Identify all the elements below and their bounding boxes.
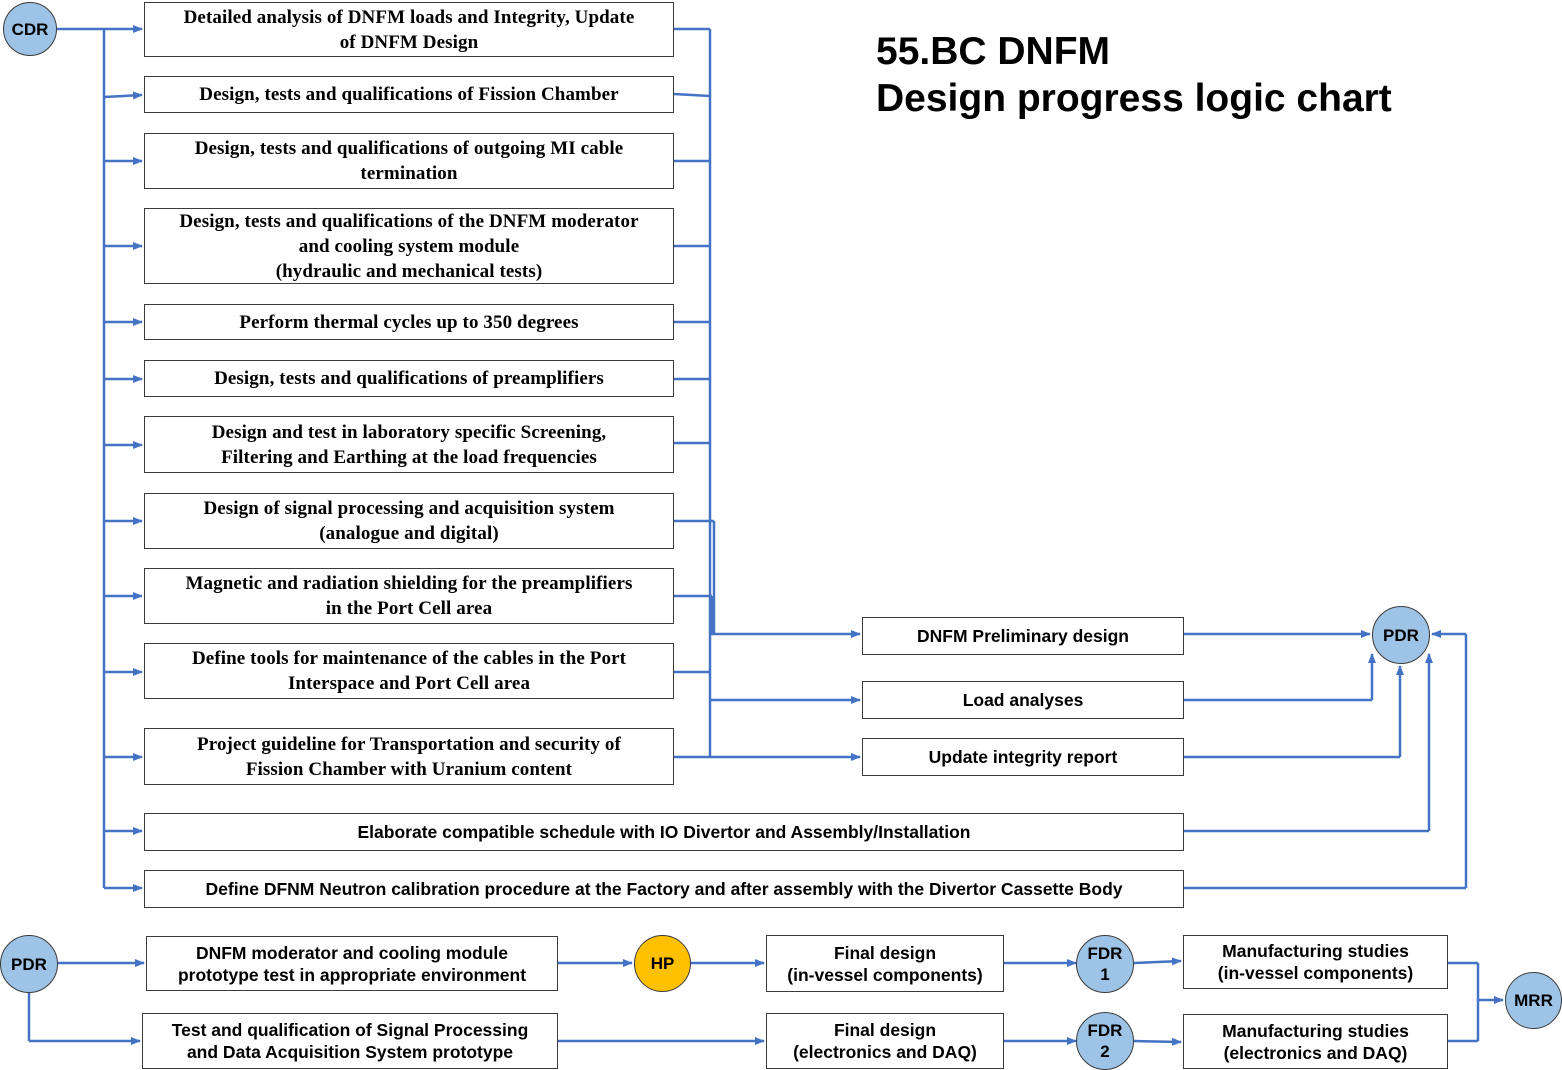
wide-task-box: Define DFNM Neutron calibration procedur…	[144, 870, 1184, 908]
milestone-pdr-bottom: PDR	[0, 935, 58, 993]
title-line-2: Design progress logic chart	[876, 77, 1392, 120]
task-box: Magnetic and radiation shielding for the…	[144, 568, 674, 624]
task-box: Define tools for maintenance of the cabl…	[144, 643, 674, 699]
output-box: Load analyses	[862, 681, 1184, 719]
chart-title: 55.BC DNFM Design progress logic chart	[876, 28, 1476, 122]
task-box: Design, tests and qualifications of the …	[144, 208, 674, 284]
task-box: Perform thermal cycles up to 350 degrees	[144, 304, 674, 340]
milestone-fdr-2: FDR 2	[1076, 1012, 1134, 1070]
task-box: Design of signal processing and acquisit…	[144, 493, 674, 549]
hold-point-hp: HP	[634, 935, 691, 992]
title-line-1: 55.BC DNFM	[876, 30, 1111, 73]
milestone-cdr: CDR	[3, 2, 57, 56]
output-box: Update integrity report	[862, 738, 1184, 776]
task-box: Design, tests and qualifications of prea…	[144, 360, 674, 397]
wide-task-box: Elaborate compatible schedule with IO Di…	[144, 813, 1184, 851]
milestone-fdr-1: FDR 1	[1076, 935, 1134, 993]
final-design-electronics-box: Final design (electronics and DAQ)	[766, 1013, 1004, 1069]
milestone-pdr-top: PDR	[1372, 606, 1430, 664]
prototype-test-box: DNFM moderator and cooling module protot…	[146, 936, 558, 991]
task-box: Design and test in laboratory specific S…	[144, 416, 674, 473]
signal-test-box: Test and qualification of Signal Process…	[142, 1013, 558, 1069]
final-design-invessel-box: Final design (in-vessel components)	[766, 935, 1004, 992]
task-box: Design, tests and qualifications of Fiss…	[144, 76, 674, 113]
task-box: Project guideline for Transportation and…	[144, 728, 674, 785]
milestone-mrr: MRR	[1505, 972, 1562, 1029]
task-box: Design, tests and qualifications of outg…	[144, 133, 674, 189]
manufacturing-electronics-box: Manufacturing studies (electronics and D…	[1183, 1014, 1448, 1069]
task-box: Detailed analysis of DNFM loads and Inte…	[144, 2, 674, 57]
output-box: DNFM Preliminary design	[862, 617, 1184, 655]
manufacturing-invessel-box: Manufacturing studies (in-vessel compone…	[1183, 935, 1448, 989]
